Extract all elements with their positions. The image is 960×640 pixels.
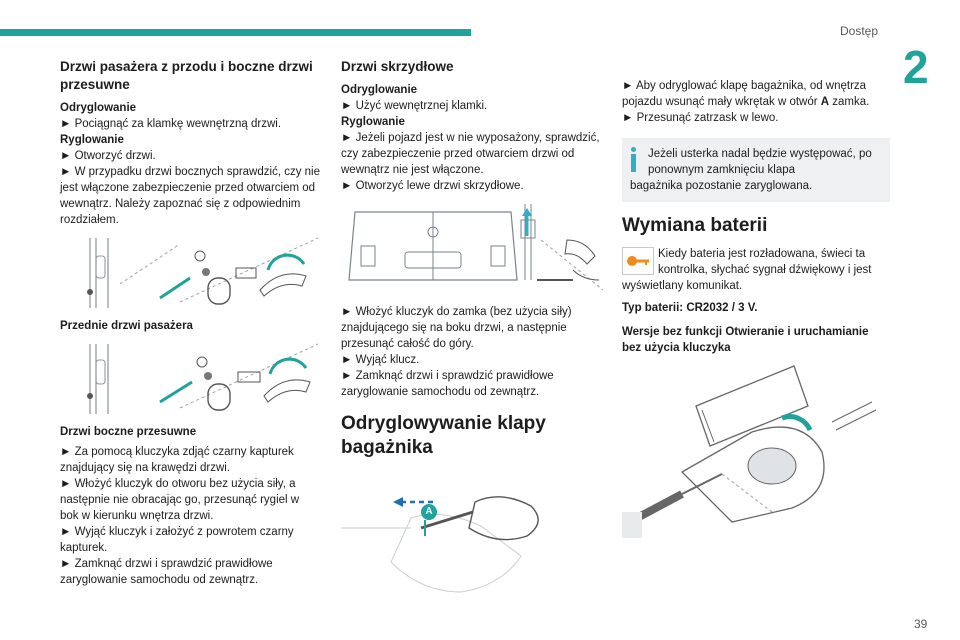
sliding-step: ► Zamknąć drzwi i sprawdzić prawidłowe z… — [60, 558, 273, 586]
lock-heading: Ryglowanie — [341, 116, 405, 128]
unlock-heading: Odryglowanie — [341, 84, 418, 96]
note-text: Jeżeli usterka nadal będzie występować, … — [648, 148, 872, 176]
section-heading-tailgate: Odryglowywanie klapy bagażnika — [341, 413, 546, 458]
rear-door-step: ► Włożyć kluczyk do zamka (bez użycia si… — [341, 306, 572, 350]
battery-replacement-illustration — [622, 362, 884, 538]
rear-doors-illustration — [341, 200, 603, 298]
column-1: Drzwi pasażera z przodu i boczne drzwi p… — [60, 58, 320, 588]
tailgate-step: ► Aby odryglować klapę bagażnika, od wnę… — [622, 78, 890, 110]
column-2: Drzwi skrzydłowe Odryglowanie ► Użyć wew… — [341, 58, 603, 606]
versions-heading: Wersje bez funkcji Otwieranie i uruchami… — [622, 326, 869, 354]
column-3: ► Aby odryglować klapę bagażnika, od wnę… — [622, 78, 890, 544]
sliding-step: ► Włożyć kluczyk do otworu bez użycia si… — [60, 478, 300, 522]
chapter-number: 2 — [903, 41, 929, 93]
hole-label: A — [820, 96, 830, 108]
tailgate-screwdriver-illustration — [341, 468, 603, 600]
sliding-step: ► Wyjąć kluczyk i założyć z powrotem cza… — [60, 526, 294, 554]
lock-step: ► W przypadku drzwi bocznych sprawdzić, … — [60, 166, 320, 226]
unlock-step: ► Pociągnąć za klamkę wewnętrzną drzwi. — [60, 118, 282, 130]
warning-text: wyświetlany komunikat. — [622, 280, 743, 292]
battery-type: Typ baterii: CR2032 / 3 V. — [622, 302, 758, 314]
caption-front-door: Przednie drzwi pasażera — [60, 320, 193, 332]
section-heading-battery: Wymiana baterii — [622, 215, 768, 236]
tailgate-step-text: zamka. — [829, 96, 870, 108]
lock-step: ► Otworzyć lewe drzwi skrzydłowe. — [341, 180, 524, 192]
section-title: Dostęp — [840, 24, 879, 38]
section-heading: Drzwi pasażera z przodu i boczne drzwi p… — [60, 59, 313, 92]
rear-door-step: ► Zamknąć drzwi i sprawdzić prawidłowe z… — [341, 370, 554, 398]
lock-step: ► Otworzyć drzwi. — [60, 150, 156, 162]
sliding-step: ► Za pomocą kluczyka zdjąć czarny kaptur… — [60, 446, 294, 474]
page-number: 39 — [914, 617, 928, 631]
front-door-illustration — [60, 234, 318, 312]
sliding-door-illustration — [60, 340, 318, 418]
info-note: Jeżeli usterka nadal będzie występować, … — [622, 138, 890, 202]
info-icon — [630, 147, 638, 172]
lock-step: ► Jeżeli pojazd jest w nie wyposażony, s… — [341, 132, 600, 176]
rear-door-step: ► Wyjąć klucz. — [341, 354, 420, 366]
section-heading: Drzwi skrzydłowe — [341, 59, 454, 74]
battery-warning: Kiedy bateria jest rozładowana, świeci t… — [622, 246, 890, 294]
caption-sliding-door: Drzwi boczne przesuwne — [60, 426, 197, 438]
key-warning-icon — [622, 247, 654, 275]
tailgate-step: ► Przesunąć zatrzask w lewo. — [622, 112, 779, 124]
header-accent-bar — [0, 29, 471, 36]
tailgate-step-text: ► Aby odryglować klapę bagażnika, od wnę… — [622, 80, 867, 108]
lock-heading: Ryglowanie — [60, 134, 124, 146]
unlock-heading: Odryglowanie — [60, 102, 137, 114]
warning-text: Kiedy bateria jest rozładowana, świeci t… — [658, 248, 872, 276]
note-text: bagażnika pozostanie zaryglowana. — [630, 180, 813, 192]
unlock-step: ► Użyć wewnętrznej klamki. — [341, 100, 488, 112]
label-a-badge: A — [421, 504, 437, 520]
